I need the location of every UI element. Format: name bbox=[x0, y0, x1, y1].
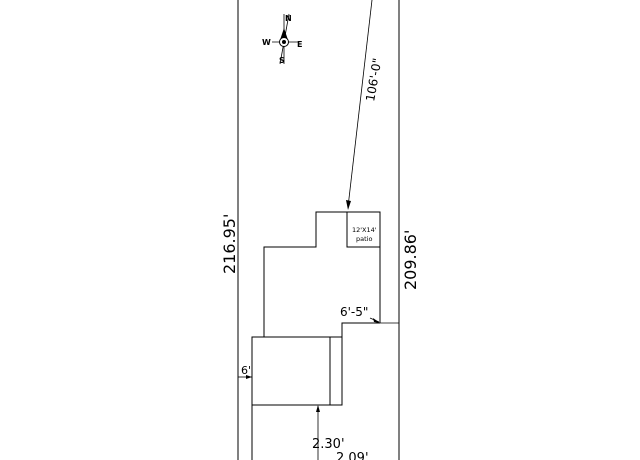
bottom-dimension-label-b: 2.09' bbox=[336, 451, 369, 460]
diagonal-dimension: 106'-0" bbox=[346, 0, 385, 210]
diagonal-arrowhead bbox=[346, 200, 351, 210]
left-line-dimension: 216.95' bbox=[220, 214, 239, 274]
right-line-dimension: 209.86' bbox=[401, 230, 420, 290]
left-setback-arrowhead bbox=[246, 375, 252, 379]
left-setback-label: 6' bbox=[241, 364, 251, 377]
patio-label: patio bbox=[356, 235, 372, 243]
patio: 12'X14' patio bbox=[346, 211, 381, 248]
diagonal-line bbox=[347, 0, 373, 208]
patio-outline bbox=[346, 211, 381, 248]
garage-side-wall bbox=[330, 337, 343, 406]
garage-outline bbox=[251, 336, 331, 460]
compass-south-label: S bbox=[279, 56, 285, 65]
compass-rose: N W E S bbox=[262, 13, 302, 65]
bottom-arrowhead bbox=[316, 405, 320, 412]
compass-hub bbox=[282, 40, 286, 44]
house-middle-step bbox=[264, 322, 380, 338]
patio-size-label: 12'X14' bbox=[352, 226, 377, 234]
compass-needle-north bbox=[280, 28, 288, 40]
side-setback-dimension: 6'-5" bbox=[340, 305, 399, 324]
setback-arrowhead bbox=[373, 318, 380, 323]
side-setback-label: 6'-5" bbox=[340, 305, 368, 319]
left-setback-dimension: 6' bbox=[238, 364, 252, 379]
diagonal-dimension-label: 106'-0" bbox=[363, 57, 384, 102]
compass-north-label: N bbox=[285, 14, 292, 23]
compass-east-label: E bbox=[297, 40, 302, 49]
compass-west-label: W bbox=[262, 38, 271, 47]
bottom-dimension: 2.30' 2.09' bbox=[312, 405, 369, 460]
bottom-dimension-label-a: 2.30' bbox=[312, 437, 345, 452]
